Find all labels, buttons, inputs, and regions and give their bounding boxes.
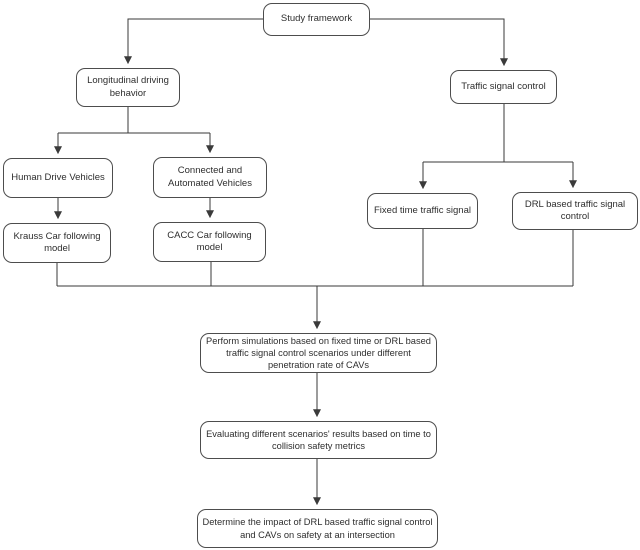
- node-longitudinal-driving-behavior: Longitudinal driving behavior: [76, 68, 180, 107]
- node-perform-simulations: Perform simulations based on fixed time …: [200, 333, 437, 373]
- node-fixed-time-traffic-signal: Fixed time traffic signal: [367, 193, 478, 229]
- node-evaluate-scenarios: Evaluating different scenarios' results …: [200, 421, 437, 459]
- node-krauss-car-following-model: Krauss Car following model: [3, 223, 111, 263]
- node-traffic-signal-control: Traffic signal control: [450, 70, 557, 104]
- node-cacc-car-following-model: CACC Car following model: [153, 222, 266, 262]
- node-drl-traffic-signal-control: DRL based traffic signal control: [512, 192, 638, 230]
- node-study-framework: Study framework: [263, 3, 370, 36]
- node-connected-automated-vehicles: Connected and Automated Vehicles: [153, 157, 267, 198]
- node-determine-impact: Determine the impact of DRL based traffi…: [197, 509, 438, 548]
- node-human-drive-vehicles: Human Drive Vehicles: [3, 158, 113, 198]
